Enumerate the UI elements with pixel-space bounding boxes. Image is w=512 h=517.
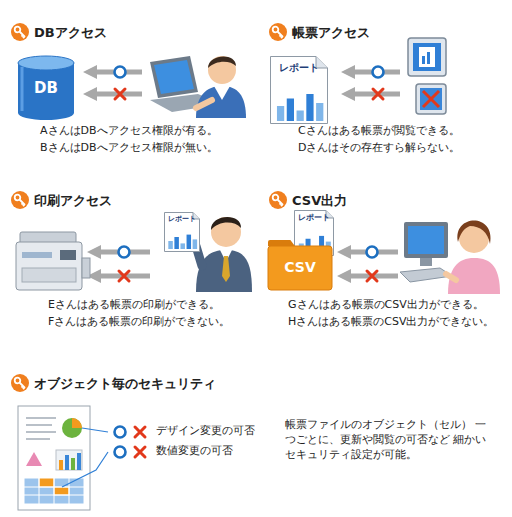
report-sheet	[18, 406, 90, 510]
description: Hさんはある帳票のCSV出力ができない。	[288, 315, 494, 330]
key-icon	[11, 23, 29, 41]
node-text: DB	[34, 80, 58, 97]
description: Dさんはその存在すら解らない。	[298, 141, 460, 156]
permission-label: 数値変更の可否	[156, 444, 233, 459]
printer	[16, 232, 90, 290]
report-document: レポート	[270, 56, 328, 124]
database-cylinder: DB	[18, 56, 74, 120]
description: Fさんはある帳票の印刷ができない。	[48, 315, 230, 330]
user-at-laptop	[150, 56, 246, 118]
description: Eさんはある帳票の印刷ができる。	[48, 298, 220, 313]
report-icons	[408, 38, 446, 114]
node-text: レポート	[298, 214, 330, 223]
allow-deny-marks	[115, 67, 384, 282]
node-text: レポート	[279, 62, 319, 73]
panel-heading: オブジェクト毎のセキュリティ	[34, 375, 216, 393]
report-document: レポート	[164, 212, 200, 252]
key-icon	[11, 191, 29, 209]
description: AさんはDBへアクセス権限が有る。	[40, 124, 218, 139]
key-icon	[269, 191, 287, 209]
permission-label: デザイン変更の可否	[156, 424, 255, 439]
note-paragraph: 帳票ファイルのオブジェクト（セル） 一つごとに、更新や閲覧の可否など 細かいセキ…	[285, 418, 497, 463]
description: Gさんはある帳票のCSV出力ができる。	[288, 298, 484, 313]
description: BさんはDBへアクセス権限が無い。	[40, 141, 218, 156]
panel-heading: DBアクセス	[34, 24, 107, 42]
user-at-computer	[400, 221, 500, 295]
permission-marks	[115, 427, 146, 458]
access-arrows	[90, 72, 400, 276]
node-text: CSV	[284, 260, 315, 275]
leader-lines	[62, 428, 108, 487]
key-icon	[269, 23, 287, 41]
man-with-report	[192, 217, 252, 292]
node-text: レポート	[168, 216, 196, 224]
panel-heading: 印刷アクセス	[34, 192, 112, 210]
panel-heading: CSV出力	[292, 192, 347, 210]
panel-heading: 帳票アクセス	[292, 24, 370, 42]
description: Cさんはある帳票が閲覧できる。	[298, 124, 460, 139]
csv-folder: CSV	[268, 240, 332, 290]
key-icon	[11, 374, 29, 392]
